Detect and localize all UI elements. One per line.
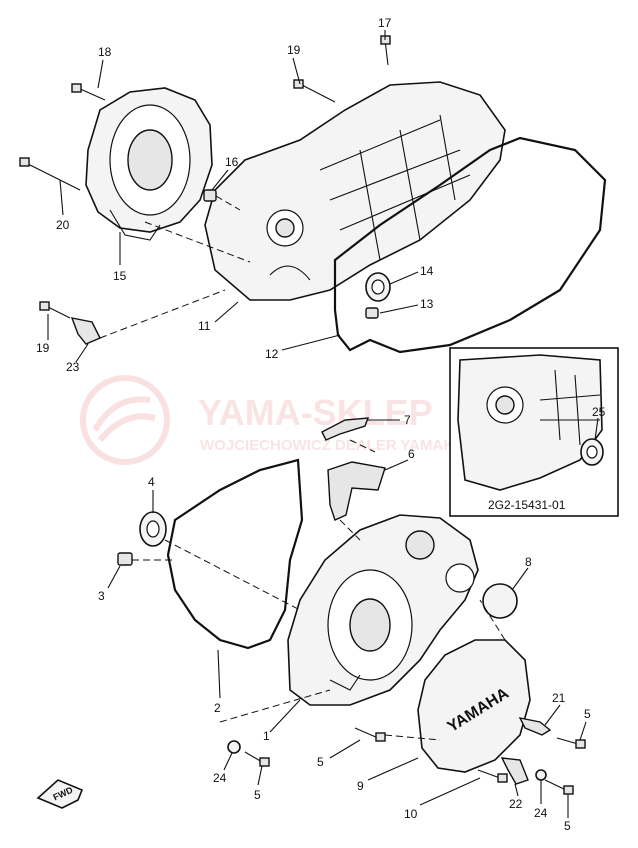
part-3-dowel — [117, 552, 133, 566]
bolt-19-left — [39, 301, 71, 319]
callout-5-right: 5 — [584, 707, 591, 721]
callout-18: 18 — [98, 45, 112, 59]
bolt-18 — [71, 83, 106, 101]
bolt-10 — [477, 769, 508, 783]
part-7-plate — [321, 417, 370, 441]
callout-6: 6 — [408, 447, 415, 461]
bolt-5-lower-right — [544, 779, 574, 795]
inset-box: 2G2-15431-01 — [449, 347, 619, 517]
part-21-clip — [518, 717, 552, 736]
callout-2: 2 — [214, 701, 221, 715]
part-1-crankcase-cover — [287, 514, 479, 706]
washer-24-right — [535, 769, 547, 781]
part-14-oil-seal — [365, 272, 391, 302]
callout-5-center: 5 — [317, 755, 324, 769]
callout-23: 23 — [66, 360, 80, 374]
callout-3: 3 — [98, 589, 105, 603]
part-4-oil-seal — [139, 511, 167, 547]
part-8-cap — [482, 583, 518, 619]
callout-14: 14 — [420, 264, 434, 278]
part-9-outer-cover: YAMAHA — [417, 639, 531, 773]
callout-5-left: 5 — [254, 788, 261, 802]
leader-lines — [47, 30, 599, 818]
watermark-title: YAMA-SKLEP — [198, 392, 433, 433]
callout-11: 11 — [198, 319, 211, 333]
watermark: YAMA-SKLEP WOJCIECHOWICZ DEALER YAMAHA — [80, 375, 465, 465]
callout-12: 12 — [265, 347, 279, 361]
callout-13: 13 — [420, 297, 434, 311]
part-6-bracket — [327, 461, 386, 521]
callout-10: 10 — [404, 807, 418, 821]
part-16-dowel — [203, 189, 217, 202]
callout-15: 15 — [113, 269, 127, 283]
washer-24-left — [227, 740, 241, 754]
callout-5-lower: 5 — [564, 819, 571, 833]
callout-24-right: 24 — [534, 806, 548, 820]
part-13-dowel — [365, 307, 379, 319]
part-15-housing — [85, 87, 213, 241]
callout-9: 9 — [357, 779, 364, 793]
guide-line-bottom — [132, 439, 506, 741]
callout-22: 22 — [509, 797, 523, 811]
bolt-17 — [380, 35, 391, 66]
callout-19-left: 19 — [36, 341, 50, 355]
callout-24-left: 24 — [213, 771, 227, 785]
bolt-5-left — [244, 751, 270, 767]
callout-8: 8 — [525, 555, 532, 569]
callout-7: 7 — [404, 413, 411, 427]
guide-line — [99, 195, 251, 339]
callout-17: 17 — [378, 16, 392, 30]
bolt-5-center — [354, 727, 386, 742]
callout-4: 4 — [148, 475, 155, 489]
callout-1: 1 — [263, 729, 270, 743]
part-12-gasket — [333, 136, 607, 354]
callout-20: 20 — [56, 218, 70, 232]
callout-25: 25 — [592, 405, 606, 419]
part-11-crankcase-cover — [204, 81, 506, 301]
bolt-5-right — [556, 737, 586, 749]
part-2-gasket — [166, 458, 304, 650]
fwd-arrow: FWD — [36, 779, 84, 809]
callout-16: 16 — [225, 155, 239, 169]
callout-19-top: 19 — [287, 43, 301, 57]
watermark-subtitle: WOJCIECHOWICZ DEALER YAMAHA — [200, 437, 465, 454]
callouts: 18 19 17 16 20 15 14 13 11 12 19 23 7 25… — [36, 16, 606, 833]
bolt-20 — [19, 157, 81, 191]
part-22-clamp — [500, 757, 529, 785]
part-23-clamp — [70, 317, 101, 345]
inset-part-code: 2G2-15431-01 — [488, 498, 566, 512]
callout-21: 21 — [552, 691, 566, 705]
